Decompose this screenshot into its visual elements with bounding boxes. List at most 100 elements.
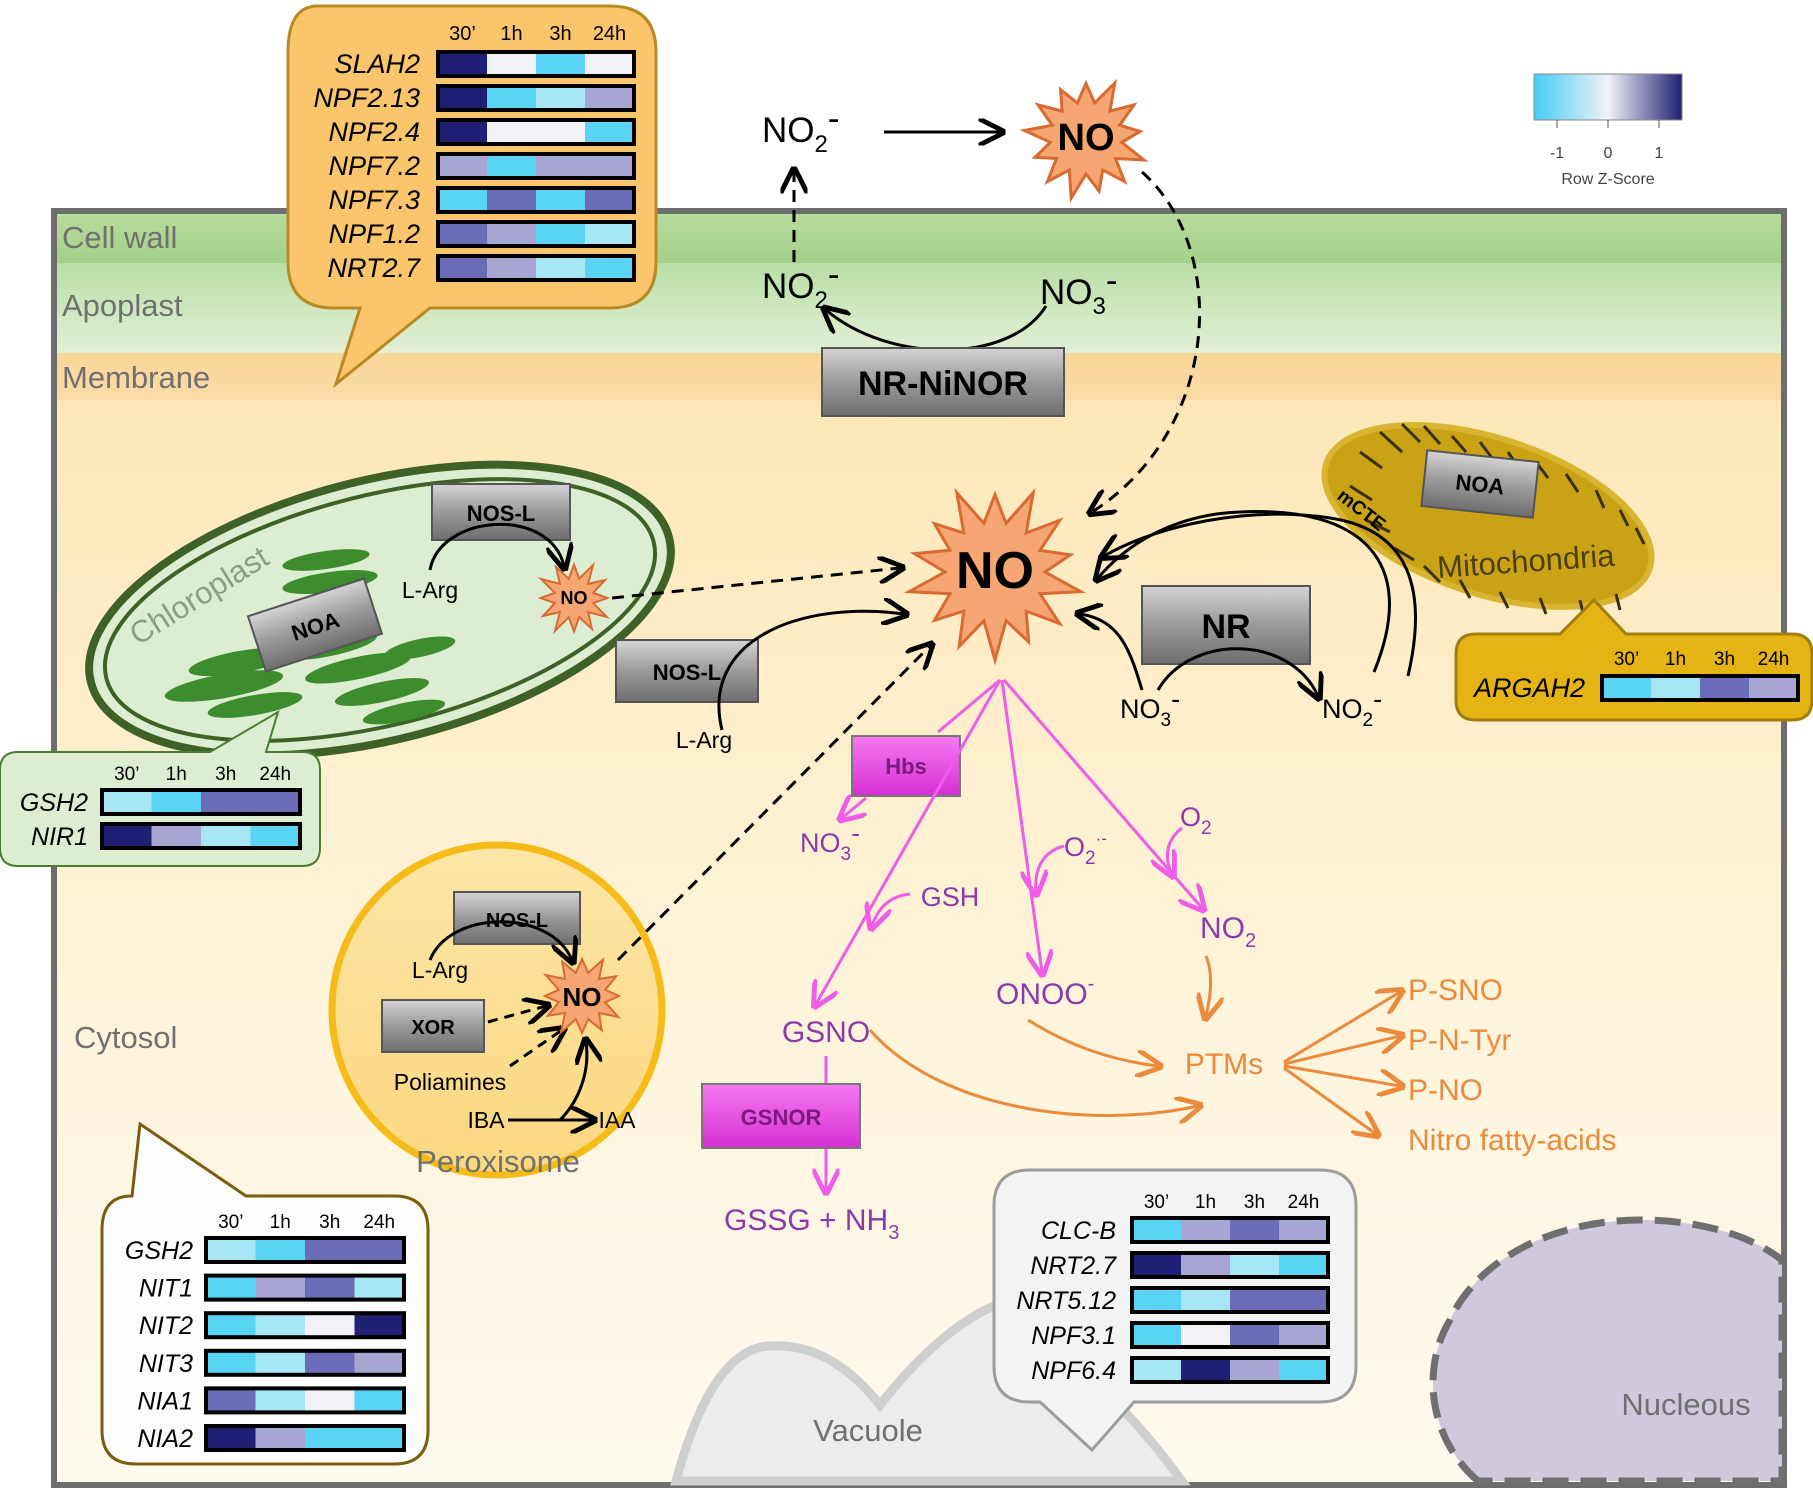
arrow-larg-to-no-cytosol — [717, 611, 904, 731]
cytosol-label: Cytosol — [74, 1020, 177, 1055]
heatmap-gene-label: NPF7.2 — [328, 151, 420, 181]
heatmap-gene-label: NPF3.1 — [1031, 1322, 1116, 1350]
heatmap-gene-label: NIT1 — [139, 1275, 193, 1303]
heatmap-row-frame — [204, 1348, 406, 1377]
gsnor-box — [701, 1083, 861, 1149]
no-burst-center — [903, 487, 1087, 666]
heatmap-cell — [354, 1238, 404, 1262]
o2-label: O2 — [1180, 802, 1212, 839]
heatmap-cell — [201, 824, 251, 848]
heatmap-cell — [438, 222, 487, 246]
hbs-box — [851, 735, 961, 797]
zscore-gradient — [1533, 73, 1683, 121]
heatmap-cell — [206, 1350, 256, 1375]
heatmap-cell — [206, 1313, 256, 1338]
heatmap-row-frame — [436, 220, 636, 248]
heatmap-cell — [305, 1388, 355, 1413]
heatmap-column-header: 3h — [1714, 649, 1735, 670]
heatmap-cell — [1602, 676, 1651, 700]
heatmap-cell — [1181, 1288, 1230, 1312]
heatmap-cell — [102, 824, 152, 848]
heatmap-cell — [1279, 1358, 1328, 1382]
arrow-no3-to-no2-cytosol — [1156, 647, 1318, 696]
no-burst-chloroplast — [537, 561, 611, 635]
heatmap-row-frame — [436, 152, 636, 180]
heatmap-cell — [487, 86, 536, 110]
heatmap-row-frame — [1600, 674, 1800, 702]
heatmap-row-frame — [204, 1386, 406, 1415]
arrow-iba-to-no — [558, 1042, 587, 1122]
heatmap-cell — [487, 154, 536, 178]
arrow-no2-to-ptms — [1206, 955, 1211, 1016]
heatmap-cell — [1181, 1253, 1230, 1277]
nr-box — [1141, 585, 1311, 665]
arrow-onoo-to-ptms — [1027, 1018, 1158, 1066]
heatmap-gene-label: NIA1 — [137, 1387, 193, 1415]
chloroplast-inner — [102, 477, 658, 743]
heatmap-cell — [206, 1426, 256, 1450]
arrow-ptms-to-product — [1283, 1036, 1400, 1066]
nr-ninor-label: NR-NiNOR — [858, 365, 1028, 403]
heatmap-cell — [1279, 1218, 1328, 1242]
apoplast-label: Apoplast — [62, 288, 183, 323]
heatmap-column-header: 1h — [1195, 1192, 1216, 1213]
heatmap-column-header: 24h — [1288, 1192, 1320, 1213]
heatmap-gene-label: NPF1.2 — [328, 219, 420, 249]
heatmap-gene-label: NRT5.12 — [1016, 1287, 1116, 1315]
heatmap-cell — [585, 86, 634, 110]
cell-wall-label: Cell wall — [62, 220, 177, 255]
heatmap-row-frame — [436, 254, 636, 282]
heatmap-cell — [1651, 676, 1700, 700]
arrow-gsno-to-ptms — [868, 1029, 1198, 1116]
heatmap-cell — [438, 52, 487, 76]
heatmap-cell — [1132, 1323, 1181, 1347]
heatmap-cell — [487, 256, 536, 280]
heatmap-cell — [536, 86, 585, 110]
arrow-ptms-to-product — [1283, 1066, 1376, 1134]
heatmap-row-frame — [1130, 1251, 1330, 1279]
heatmap-gene-label: NIT3 — [139, 1350, 193, 1378]
heatmap-cell — [1749, 676, 1798, 700]
l-arg-chloroplast: L-Arg — [402, 577, 458, 603]
no3-cytosol: NO3- — [1120, 684, 1180, 731]
heatmap-cell — [255, 1388, 305, 1413]
chloroplast-pathway: NOS-L NOA L-Arg NO — [246, 483, 900, 673]
zscore-legend: -1 0 1 Row Z-Score — [1533, 73, 1683, 188]
heatmap-column-header: 24h — [363, 1212, 395, 1233]
heatmap-cell — [438, 154, 487, 178]
gssg-label: GSSG + NH3 — [724, 1204, 899, 1244]
no2-extracellular: NO2- — [762, 99, 840, 158]
no3-hbs-product: NO3- — [800, 818, 860, 865]
heatmap-column-header: 30’ — [449, 23, 476, 45]
heatmap-gene-label: NPF2.4 — [328, 117, 420, 147]
heatmap-cell — [206, 1388, 256, 1413]
arrow-no-to-cytosol — [1092, 170, 1201, 512]
heatmap-row-frame — [204, 1273, 406, 1302]
arrow-no-to-onoo — [1000, 679, 1042, 972]
no2-pink-label: NO2 — [1200, 912, 1256, 952]
heatmap-gene-label: NPF7.3 — [328, 185, 420, 215]
zscore-tick: -1 — [1550, 145, 1564, 162]
heatmap-cell — [354, 1275, 404, 1300]
heatmap-cell — [305, 1238, 355, 1262]
heatmap-cell — [1230, 1323, 1279, 1347]
ptm-product: Nitro fatty-acids — [1408, 1124, 1616, 1157]
xor-label: XOR — [411, 1017, 455, 1039]
nr-label: NR — [1201, 608, 1250, 646]
heatmap-cell — [354, 1388, 404, 1413]
heatmap-column-header: 24h — [1758, 649, 1790, 670]
heatmap-cell — [305, 1275, 355, 1300]
nr-ninor-box — [821, 347, 1065, 417]
heatmap-row-frame — [1130, 1356, 1330, 1384]
heatmap-cell — [255, 1426, 305, 1450]
heatmap-gene-label: NIT2 — [139, 1312, 193, 1340]
arrow-mito-to-no — [1104, 512, 1417, 677]
heatmap-cell — [438, 86, 487, 110]
heatmap-gene-label: NIR1 — [31, 823, 88, 851]
no-burst-top — [1019, 78, 1149, 204]
